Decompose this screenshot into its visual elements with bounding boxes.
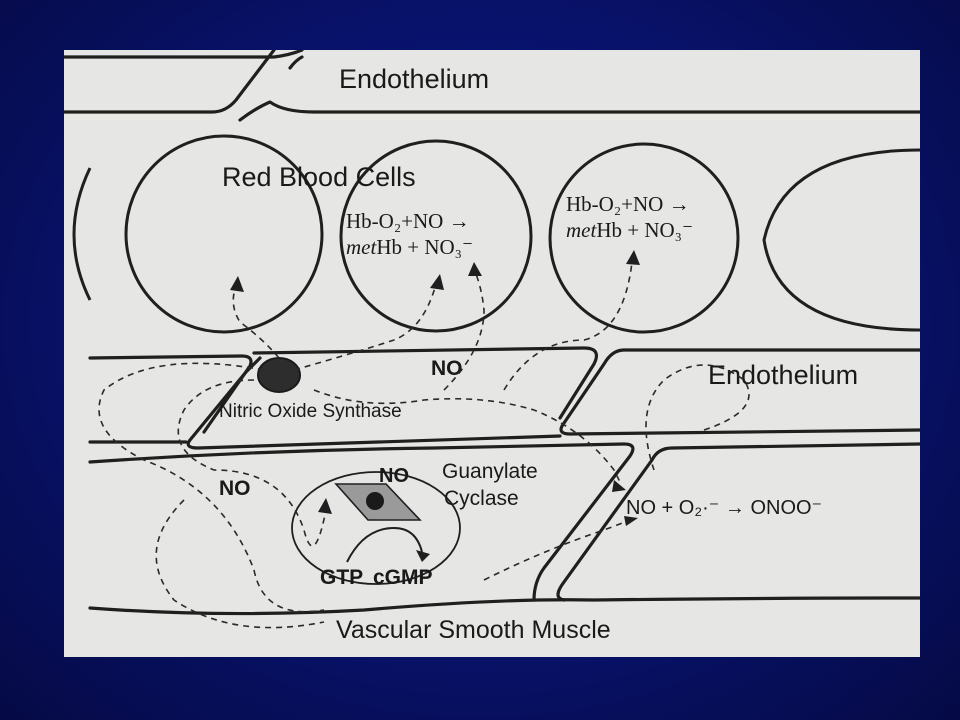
endothelium-top-seam: [288, 55, 304, 70]
path-nos-to-rbc1: [232, 285, 280, 359]
endothelium-top-wall-upper: [64, 50, 304, 59]
vascular-smooth-muscle-label: Vascular Smooth Muscle: [336, 616, 611, 644]
arrowhead-rbc1: [230, 276, 244, 292]
rbc-partial-left: [72, 167, 92, 301]
rbc2-equation-line1: Hb-O₂+NO →: [566, 192, 690, 216]
arrowhead-gc: [318, 498, 332, 514]
rbc1-equation-rest: Hb + NO₃⁻: [376, 235, 473, 259]
gtp-to-cgmp-arrowhead: [416, 550, 430, 562]
path-endo-right-loop: [645, 364, 750, 471]
red-blood-cell-row: Red Blood Cells Hb-O₂+NO → metHb + NO₃⁻ …: [72, 134, 920, 334]
rbc1-equation-line2: metHb + NO₃⁻: [346, 235, 473, 259]
rbc2-equation-line2: metHb + NO₃⁻: [566, 218, 693, 242]
cgmp-label: cGMP: [373, 566, 433, 589]
path-nos-to-gc: [177, 379, 327, 547]
guanylate-cyclase-compartment: [291, 471, 461, 585]
endothelium-top-label: Endothelium: [339, 64, 489, 94]
rbc2-equation-rest: Hb + NO₃⁻: [596, 218, 693, 242]
path-muscle-lower-loop: [155, 499, 325, 629]
arrowhead-peroxynitrite-top: [612, 480, 626, 492]
endothelium-top-wall-lower: [238, 100, 920, 122]
no-endothelium-label: NO: [431, 357, 463, 380]
vsm-bottom-wall: [88, 596, 920, 616]
vsm-right-cell-edge: [556, 442, 920, 602]
guanylate-label: Guanylate: [442, 460, 538, 483]
rbc-1: [124, 134, 324, 334]
rbc-3: [548, 142, 740, 334]
peroxynitrite-equation: NO + O₂·⁻ → ONOO⁻: [626, 497, 822, 519]
endothelium-mid-label: Endothelium: [708, 360, 858, 390]
endothelium-top-junction-left: [64, 50, 276, 114]
vascular-smooth-muscle-layer: Vascular Smooth Muscle NO NO Guanylate C…: [88, 442, 920, 644]
rbc-partial-right: [762, 148, 920, 332]
endothelium-mid-cell-body: [186, 356, 562, 450]
path-nos-loop-left: [98, 362, 325, 613]
path-endo-to-peroxynitrite: [313, 389, 621, 483]
path-muscle-to-peroxynitrite: [483, 519, 631, 581]
no-muscle-label: NO: [219, 477, 251, 500]
vsm-cell-top-and-junction: [88, 442, 635, 602]
path-nos-to-rbc2: [293, 283, 437, 371]
endothelium-mid-cell-top: [252, 346, 598, 420]
rbc1-equation-line1: Hb-O₂+NO →: [346, 209, 470, 233]
gtp-label: GTP: [320, 566, 363, 589]
nitric-oxide-synthase-granule: [257, 357, 301, 393]
rbc2-met-prefix: met: [566, 218, 597, 242]
nitric-oxide-synthase-label: Nitric Oxide Synthase: [219, 401, 402, 422]
endothelium-mid-cell-right: [559, 348, 920, 436]
endothelium-top-layer: Endothelium: [64, 50, 920, 122]
red-blood-cells-label: Red Blood Cells: [222, 162, 416, 192]
arrowhead-rbc2b: [468, 262, 482, 276]
no-guanylate-cyclase-label: NO: [379, 465, 409, 487]
arrowhead-peroxynitrite-bottom: [624, 516, 638, 526]
arrowhead-rbc2: [430, 274, 444, 290]
diagram-panel: Endothelium Red Blood Cells Hb-O₂+NO → m…: [64, 50, 920, 657]
rbc1-met-prefix: met: [346, 235, 377, 259]
no-diffusion-paths: [98, 250, 750, 629]
path-endo-to-rbc2b: [443, 273, 485, 391]
arrowhead-rbc3: [626, 250, 640, 265]
gtp-to-cgmp-arrow: [346, 526, 423, 563]
cyclase-label: Cyclase: [444, 487, 519, 510]
heme-group: [366, 492, 384, 510]
no-signaling-diagram: Endothelium Red Blood Cells Hb-O₂+NO → m…: [64, 50, 920, 644]
path-endo-to-rbc3: [503, 261, 633, 391]
rbc-2: [339, 139, 533, 333]
endothelium-mid-layer: Endothelium Nitric Oxide Synthase NO: [88, 346, 920, 450]
